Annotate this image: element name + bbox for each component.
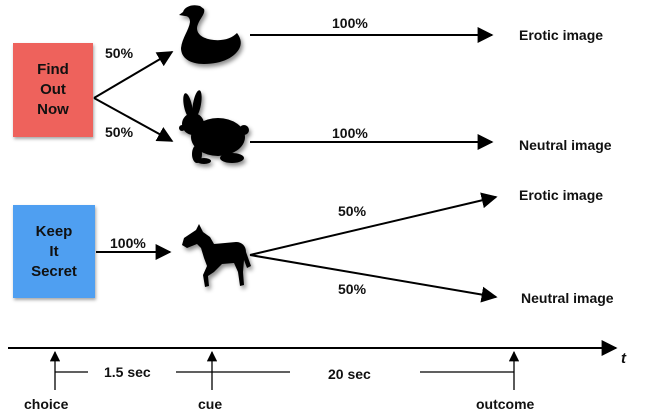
arrow-find-to-swan <box>93 51 174 99</box>
prob-keep-to-horse: 100% <box>110 235 146 251</box>
swan-icon <box>179 5 241 64</box>
event-choice-label: choice <box>24 396 69 412</box>
keep-it-secret-label: Keep It Secret <box>31 222 77 280</box>
prob-find-to-swan: 50% <box>105 45 134 61</box>
outcome-erotic-1: Erotic image <box>519 27 604 43</box>
interval-1-label: 1.5 sec <box>104 364 151 380</box>
event-cue-label: cue <box>198 396 223 412</box>
outcome-neutral-1: Neutral image <box>519 137 612 153</box>
prob-horse-to-neutral: 50% <box>338 281 367 297</box>
rabbit-icon <box>179 90 249 164</box>
arrow-find-to-rabbit <box>93 97 174 142</box>
prob-swan-to-erotic: 100% <box>332 15 368 31</box>
prob-find-to-rabbit: 50% <box>105 124 134 140</box>
find-out-now-box: Find Out Now <box>13 43 93 137</box>
find-out-now-label: Find Out Now <box>37 61 69 118</box>
prob-horse-to-erotic: 50% <box>338 203 367 219</box>
event-outcome-label: outcome <box>476 396 535 412</box>
arrow-horse-to-neutral <box>249 254 498 303</box>
keep-it-secret-box: Keep It Secret <box>13 205 95 298</box>
outcome-neutral-2: Neutral image <box>521 290 614 306</box>
interval-2-label: 20 sec <box>328 366 371 382</box>
arrow-horse-to-erotic <box>249 192 498 256</box>
outcome-erotic-2: Erotic image <box>519 187 604 203</box>
prob-rabbit-to-neutral: 100% <box>332 125 368 141</box>
time-axis-label: t <box>621 350 626 367</box>
horse-icon <box>182 224 251 287</box>
